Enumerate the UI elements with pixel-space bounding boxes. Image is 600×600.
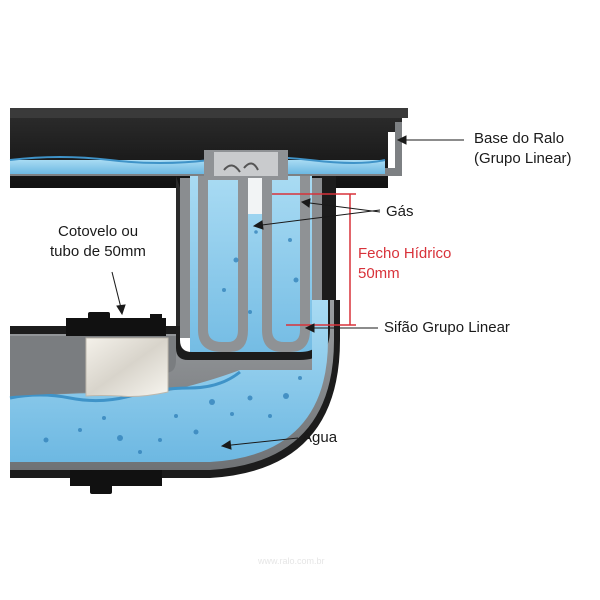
watermark: www.ralo.com.br bbox=[258, 556, 325, 566]
fabric-plug bbox=[85, 337, 169, 397]
label-seal-line1: Fecho Hídrico bbox=[358, 245, 452, 262]
label-gas: Gás bbox=[386, 203, 414, 220]
water-seal-dimension bbox=[272, 193, 356, 326]
label-elbow-line2: tubo de 50mm bbox=[50, 243, 146, 260]
label-water: Água bbox=[302, 429, 338, 446]
label-base-line1: Base do Ralo bbox=[474, 130, 565, 147]
elbow-coupling bbox=[66, 312, 166, 494]
label-base-line2: (Grupo Linear) bbox=[474, 150, 572, 167]
leader-lines bbox=[111, 135, 464, 450]
water-bubbles bbox=[43, 230, 302, 454]
label-elbow-line1: Cotovelo ou bbox=[58, 223, 139, 240]
label-siphon: Sifão Grupo Linear bbox=[384, 319, 510, 336]
label-seal-line2: 50mm bbox=[358, 265, 400, 282]
